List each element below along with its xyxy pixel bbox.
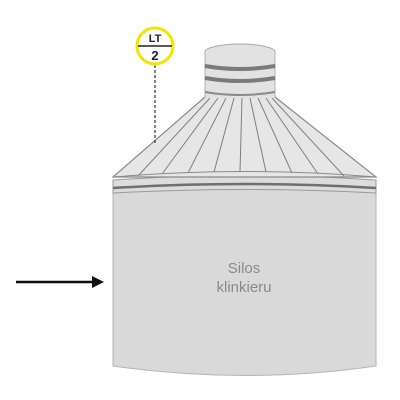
silo-body[interactable] xyxy=(112,187,377,376)
silo-name-line2: klinkieru xyxy=(216,279,271,296)
inlet-arrow xyxy=(16,276,104,288)
silo-name-line1: Silos xyxy=(228,260,261,277)
silo-rim-line xyxy=(112,182,377,190)
instrument-number: 2 xyxy=(151,48,158,63)
roof-ribs xyxy=(137,97,345,177)
instrument-code: LT xyxy=(149,33,162,45)
silo-top-vent xyxy=(204,43,276,98)
level-transmitter-tag[interactable]: LT 2 xyxy=(135,26,175,66)
silo-roof xyxy=(111,96,378,178)
